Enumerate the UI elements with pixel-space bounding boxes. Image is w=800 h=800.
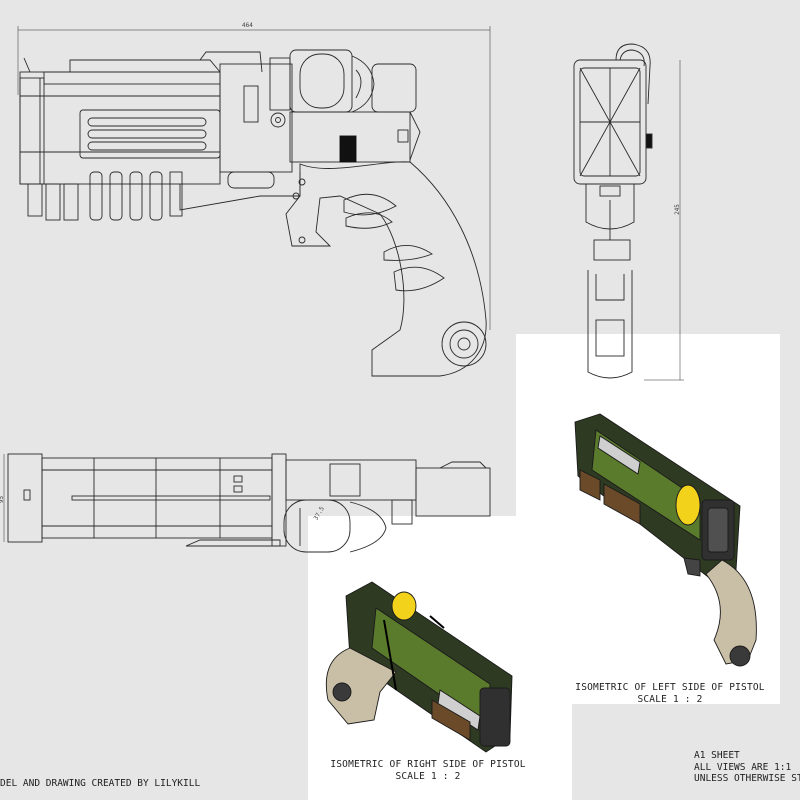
plan-view: [3, 453, 491, 553]
iso-left-view: [574, 413, 757, 667]
side-elevation-view: [17, 26, 491, 377]
iso-right-scale: SCALE 1 : 2: [395, 771, 461, 782]
iso-left-caption: ISOMETRIC OF LEFT SIDE OF PISTOL SCALE 1…: [560, 682, 780, 706]
iso-right-caption: ISOMETRIC OF RIGHT SIDE OF PISTOL SCALE …: [318, 759, 538, 783]
rear-elevation-view: [573, 43, 684, 381]
iso-left-scale: SCALE 1 : 2: [637, 694, 703, 705]
sheet-note-1: A1 SHEET: [694, 750, 740, 761]
sheet-notes: A1 SHEET ALL VIEWS ARE 1:1 UNLESS OTHERW…: [694, 750, 800, 785]
credit-text: DEL AND DRAWING CREATED BY LILYKILL: [0, 778, 201, 789]
sheet-note-2: ALL VIEWS ARE 1:1: [694, 761, 792, 773]
dim-side-height: 245: [673, 204, 681, 215]
iso-left-title: ISOMETRIC OF LEFT SIDE OF PISTOL: [575, 682, 765, 693]
iso-right-title: ISOMETRIC OF RIGHT SIDE OF PISTOL: [330, 759, 526, 770]
sheet-note-3: UNLESS OTHERWISE STA: [694, 773, 800, 784]
iso-right-view: [325, 581, 513, 753]
dim-bottom-height: 95: [0, 495, 6, 504]
dim-top-width: 464: [242, 22, 253, 29]
